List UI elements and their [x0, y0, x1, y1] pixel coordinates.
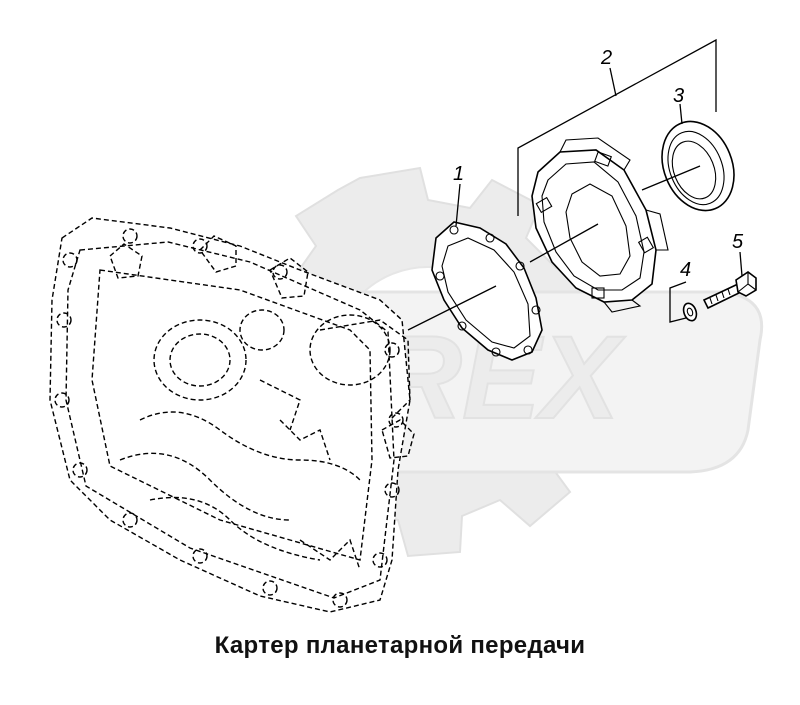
callout-leaders [455, 38, 743, 323]
bolt [702, 271, 757, 310]
callout-2: 2 [600, 47, 612, 69]
callout-1: 1 [453, 163, 464, 185]
housing-phantom [49, 217, 415, 613]
callout-3: 3 [673, 85, 684, 107]
callout-4: 4 [680, 259, 691, 281]
oil-seal [661, 120, 735, 212]
washer [682, 302, 698, 322]
assembly-axes [407, 165, 701, 331]
callout-5: 5 [732, 231, 744, 253]
callout-labels: 1 2 3 4 5 [453, 47, 744, 281]
diagram-caption: Картер планетарной передачи [214, 632, 586, 659]
